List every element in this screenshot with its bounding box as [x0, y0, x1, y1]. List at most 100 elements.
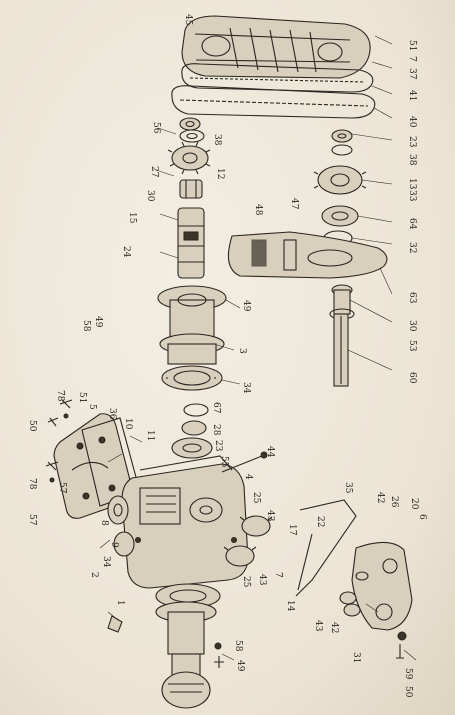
- callout-20: 20: [409, 498, 419, 510]
- callout-47: 47: [289, 198, 299, 210]
- callout-50: 50: [403, 686, 413, 698]
- callout-6: 6: [417, 514, 427, 520]
- callout-53: 53: [407, 340, 417, 352]
- callout-34: 34: [241, 382, 251, 394]
- callout-28: 28: [211, 424, 221, 436]
- bolt-58-49: [214, 642, 224, 668]
- callout-41: 41: [407, 90, 417, 101]
- callout-58: 58: [81, 320, 91, 332]
- callout-7: 7: [273, 572, 283, 578]
- callout-78: 78: [27, 478, 37, 490]
- ring-67: [183, 403, 209, 417]
- callout-43: 43: [257, 574, 267, 586]
- callout-37: 37: [407, 68, 417, 80]
- callout-43: 43: [313, 620, 323, 632]
- callout-7: 7: [407, 56, 417, 62]
- callout-35: 35: [343, 482, 353, 494]
- gear-8: [107, 495, 129, 525]
- callout-67: 67: [211, 402, 221, 414]
- callout-22: 22: [315, 516, 325, 527]
- bearing-34: [161, 365, 223, 391]
- nut-56: [179, 117, 201, 131]
- nut-23-right: [331, 129, 353, 143]
- flange-2: [155, 601, 217, 655]
- nut-28: [181, 420, 207, 436]
- gear-9: [113, 531, 135, 557]
- callout-13: 13: [407, 178, 417, 190]
- wing-screws: [45, 399, 73, 483]
- callout-38: 38: [407, 154, 417, 166]
- callout-48: 48: [253, 204, 263, 216]
- callout-17: 17: [287, 524, 297, 536]
- callout-42: 42: [375, 492, 385, 503]
- nuts-42-43: [339, 571, 369, 617]
- callout-57: 57: [27, 514, 37, 526]
- callout-78: 78: [55, 390, 65, 402]
- callout-30: 30: [407, 320, 417, 332]
- shaft-15: [177, 207, 205, 279]
- callout-14: 14: [285, 600, 295, 612]
- washer-38: [179, 129, 205, 143]
- callout-38: 38: [212, 134, 222, 146]
- callout-56: 56: [151, 122, 161, 134]
- sprocket-13: [313, 165, 367, 195]
- washer-38-right: [331, 144, 353, 156]
- callouts: 45 51 7 37 41 40 56 38 23 38 12 27 13 33…: [27, 14, 427, 698]
- callout-4: 4: [243, 474, 253, 480]
- cap-1: [107, 615, 123, 633]
- bolt-59-50: [396, 631, 407, 659]
- callout-10: 10: [123, 418, 133, 430]
- callout-50: 50: [27, 420, 37, 432]
- callout-51: 51: [77, 392, 87, 403]
- callout-34: 34: [101, 556, 111, 568]
- spur-gears-25: [223, 515, 273, 567]
- callout-24: 24: [121, 246, 131, 258]
- callout-30: 30: [145, 190, 155, 202]
- callout-58: 58: [233, 640, 243, 652]
- sprocket-12: [167, 141, 211, 175]
- callout-12: 12: [215, 168, 225, 179]
- callout-45: 45: [183, 14, 193, 26]
- callout-5: 5: [87, 404, 97, 410]
- callout-33: 33: [407, 190, 417, 202]
- callout-1: 1: [115, 600, 125, 606]
- linkage-14: [295, 499, 357, 597]
- callout-26: 26: [389, 496, 399, 508]
- callout-11: 11: [145, 430, 155, 441]
- callout-36: 36: [107, 408, 117, 420]
- callout-60: 60: [407, 372, 417, 384]
- callout-23: 23: [407, 136, 417, 148]
- bushing-27: [179, 179, 203, 199]
- leader-lines: [99, 35, 417, 661]
- callout-63: 63: [407, 292, 417, 304]
- bolt-44: [221, 451, 268, 473]
- callout-31: 31: [351, 652, 361, 663]
- flange-housing-3: [157, 285, 227, 365]
- callout-23: 23: [213, 440, 223, 452]
- callout-44: 44: [265, 446, 275, 458]
- callout-49: 49: [235, 660, 245, 672]
- callout-15: 15: [127, 212, 137, 224]
- callout-8: 8: [99, 520, 109, 526]
- callout-57: 57: [57, 482, 67, 494]
- callout-25: 25: [251, 492, 261, 504]
- callout-32: 32: [407, 242, 417, 253]
- chain-case-cover: [181, 15, 371, 79]
- callout-55: 55: [219, 456, 229, 468]
- gearbox-housing: [121, 455, 249, 589]
- bracket-plate-47: [227, 231, 388, 279]
- bearing-64: [321, 205, 359, 227]
- callout-43: 43: [265, 510, 275, 522]
- idler-plate-20: [351, 541, 413, 631]
- callout-3: 3: [237, 348, 247, 354]
- callout-49: 49: [93, 316, 103, 328]
- callout-9: 9: [109, 542, 119, 548]
- callout-40: 40: [407, 116, 417, 128]
- callout-49: 49: [241, 300, 251, 312]
- callout-27: 27: [149, 166, 159, 178]
- callout-64: 64: [407, 218, 417, 230]
- chain-lower: [171, 85, 376, 119]
- sprocket-23: [171, 437, 213, 459]
